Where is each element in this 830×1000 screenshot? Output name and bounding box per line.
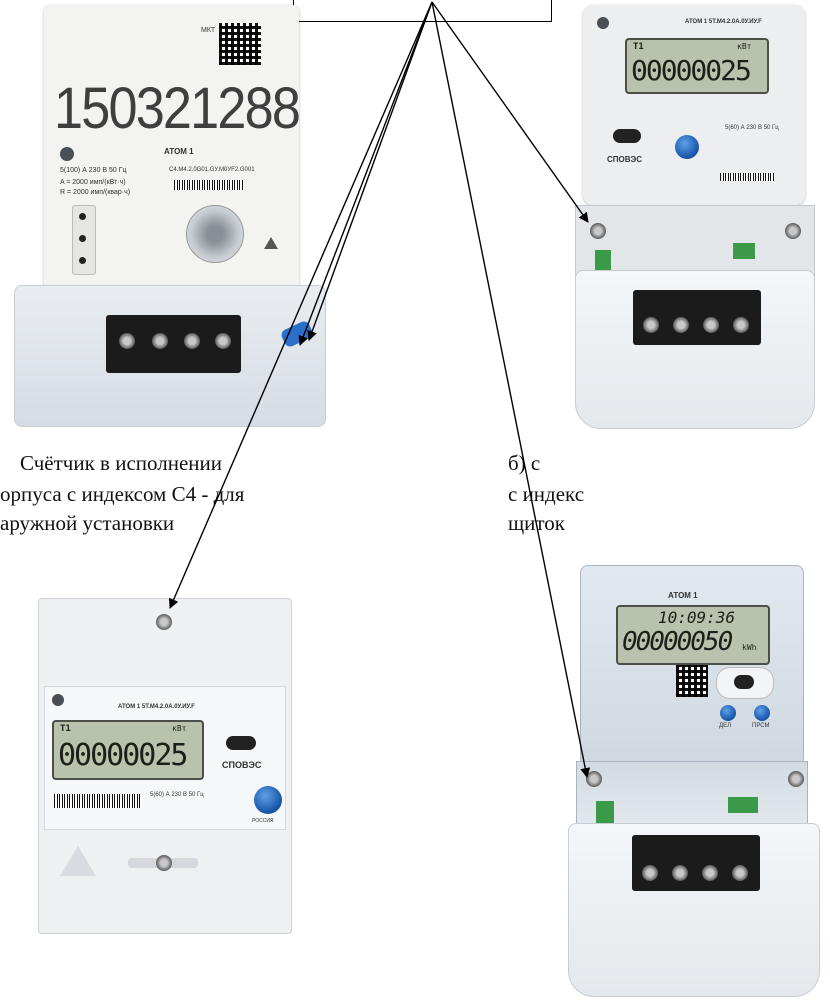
meter-c-lcd: T1 кВт 00000025 [52,720,204,780]
meter-a-terminal-screw-3 [184,333,200,349]
meter-d-terminal-screw-4 [732,865,748,881]
arrow-to-meter-d [431,1,591,778]
meter-c-lcd-unit: кВт [172,724,187,733]
meter-b-optical-port [613,129,641,143]
meter-d-green-connector-left [596,801,614,823]
meter-d-terminal-screw-2 [672,865,688,881]
caption-left-line-1: Счётчик в исполнении [20,451,222,475]
meter-d-button-right-label: ПРСМ [752,723,770,729]
meter-a-barcode [174,180,244,190]
meter-d: АТОМ 1 10:09:36 00000050 kWh ДЕЛ ПРСМ [568,565,820,997]
meter-b-spec: 5(60) А 230 В 50 Гц [725,125,779,131]
caption-right-line-1: б) с [508,451,541,475]
meter-d-lcd-top: 10:09:36 [658,608,736,627]
meter-a-warning-icon [264,237,278,249]
meter-b-mount-screw-left [590,223,606,239]
meter-d-mount-screw-left [586,771,602,787]
meter-b-lcd-tariff: T1 [633,42,644,52]
meter-c-barcode [54,794,142,808]
caption-left-line-3: аружной установки [0,511,175,535]
caption-left-line-2: орпуса с индексом С4 - для [0,482,245,506]
meter-c-footer: РОССИЯ [252,818,274,824]
caption-right-line-2: с индекс [508,482,585,506]
meter-d-lcd-value: 00000050 [622,627,733,657]
meter-d-button-left[interactable] [720,705,736,721]
meter-d-button-left-label: ДЕЛ [719,723,732,729]
meter-b-lcd: T1 кВт 00000025 [625,38,769,94]
meter-d-terminal-block [632,835,760,891]
meter-a-terminal-screw-2 [152,333,168,349]
meter-c-logo-icon [52,694,64,706]
meter-d-terminal-screw-3 [702,865,718,881]
meter-d-qr-code [676,665,708,697]
meter-d-optical-port-inner [734,675,754,689]
meter-c-bottom-screw [156,855,172,871]
meter-a-led-2 [79,235,86,242]
meter-a-small-label: МКТ [201,27,216,34]
meter-a-led-1 [79,213,86,220]
meter-a-spec-current: 5(100) А 230 В 50 Гц [60,167,127,174]
meter-a-serial: 150321288 [54,76,301,141]
callout-box [293,0,552,22]
meter-c-lcd-value: 00000025 [58,738,188,773]
meter-b-terminal-screw-3 [703,317,719,333]
caption-right-line-3: щиток [508,511,566,535]
meter-a-logo-icon [60,147,74,161]
meter-a-terminal-screw-4 [215,333,231,349]
meter-b-terminal-screw-4 [733,317,749,333]
meter-b-logo-icon [597,17,609,29]
meter-d-optical-port [716,667,774,699]
meter-c-brand: СПОВЭС [222,760,262,770]
meter-d-terminal-screw-1 [642,865,658,881]
meter-c-lcd-tariff: T1 [60,724,71,734]
meter-d-mount-screw-right [788,771,804,787]
meter-b-lcd-unit: кВт [737,42,752,51]
meter-b-terminal-screw-2 [673,317,689,333]
meter-c: АТОМ 1 5Т.М4.2.0А.0У.ИУ.F T1 кВт 0000002… [38,598,292,934]
arrow-to-meter-a-2 [307,1,433,341]
meter-c-top-screw [156,614,172,630]
meter-b-green-connector-right [733,243,755,259]
meter-a-model: АТОМ 1 [164,147,194,156]
meter-b-terminal-screw-1 [643,317,659,333]
meter-b-brand: СПОВЭС [607,155,642,164]
meter-a-led-3 [79,257,86,264]
arrow-to-meter-b [431,1,589,223]
meter-b-mount-screw-right [785,223,801,239]
meter-b-barcode [720,173,775,181]
meter-b-lcd-value: 00000025 [631,54,752,87]
meter-b-blue-button[interactable] [675,135,699,159]
meter-a-spec-code: С4.М4.2.0G01.GУ.М0УF2.G001 [169,167,255,173]
meter-c-blue-button[interactable] [254,786,282,814]
meter-c-optical-port [226,736,256,750]
meter-d-lcd: 10:09:36 00000050 kWh [616,605,770,665]
meter-c-warning-icon [60,846,96,876]
meter-d-model: АТОМ 1 [668,591,698,600]
meter-a: МКТ 150321288 АТОМ 1 5(100) А 230 В 50 Г… [14,5,326,427]
meter-b: АТОМ 1 5Т.М4.2.0А.0У.ИУ.F T1 кВт 0000002… [575,5,815,429]
meter-c-spec: 5(60) А 230 В 50 Гц [150,792,204,798]
meter-a-terminal-screw-1 [119,333,135,349]
meter-b-model: АТОМ 1 5Т.М4.2.0А.0У.ИУ.F [685,19,762,25]
meter-d-green-connector-right [728,797,758,813]
meter-d-lcd-unit: kWh [742,643,757,652]
meter-a-const-a: A = 2000 имп/(кВт·ч) [60,179,126,186]
meter-d-button-right[interactable] [754,705,770,721]
meter-a-optical-port [186,205,244,263]
meter-c-model: АТОМ 1 5Т.М4.2.0А.0У.ИУ.F [118,704,195,710]
meter-a-qr-code [219,23,261,65]
meter-b-green-connector-left [595,250,611,270]
meter-a-const-r: R = 2000 имп/(квар·ч) [60,189,131,196]
